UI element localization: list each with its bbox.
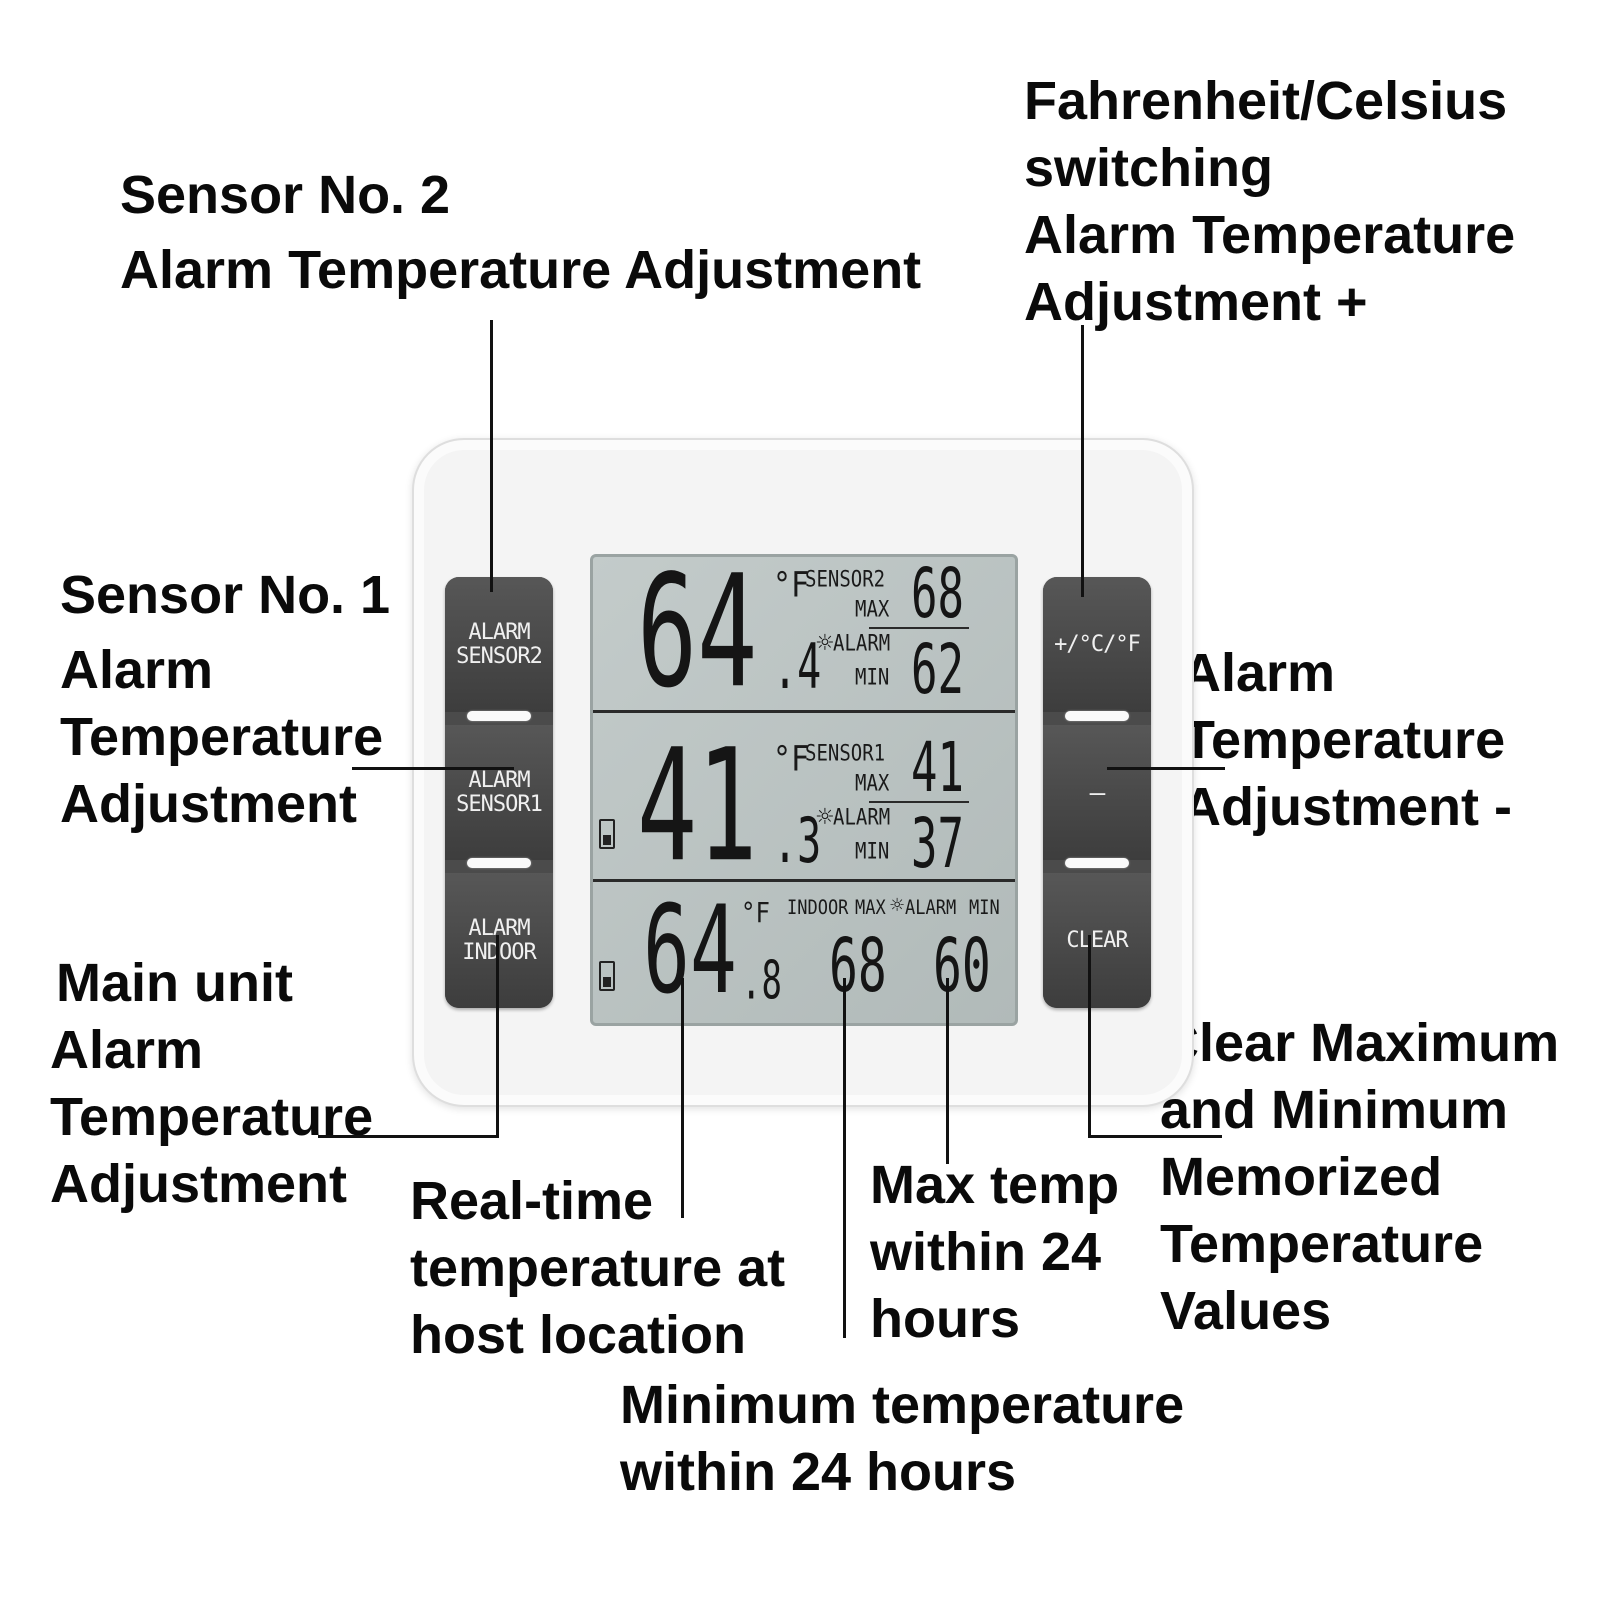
leader-line-main-unit-v bbox=[496, 935, 499, 1138]
sensor2-max-underline bbox=[869, 627, 969, 629]
unit-plus-button[interactable]: +/°C/°F bbox=[1043, 577, 1151, 712]
sensor2-temp: 64 bbox=[637, 554, 758, 723]
alarm-sun-icon: ☼ bbox=[815, 631, 835, 656]
sensor1-max: 41 bbox=[911, 728, 964, 808]
leader-line-clear-v bbox=[1088, 935, 1091, 1138]
callout-main-unit: Main unit Alarm Temperature Adjustment bbox=[50, 953, 374, 1214]
lcd-row-divider bbox=[593, 879, 1015, 882]
sensor1-min-label: MIN bbox=[855, 838, 890, 864]
indoor-max-label: MAX bbox=[855, 896, 886, 920]
callout-min24: Minimum temperature within 24 hours bbox=[620, 1375, 1185, 1502]
sensor1-min: 37 bbox=[911, 804, 964, 884]
sensor1-battery-icon bbox=[599, 819, 615, 849]
sensor2-max-label: MAX bbox=[855, 596, 890, 622]
leader-line-main-unit-h bbox=[318, 1135, 499, 1138]
right-button-column: +/°C/°F — CLEAR bbox=[1043, 577, 1151, 1008]
leader-line-min24 bbox=[843, 978, 846, 1338]
callout-sensor2: Sensor No. 2 Alarm Temperature Adjustmen… bbox=[120, 165, 922, 300]
sensor1-max-underline bbox=[869, 801, 969, 803]
sensor1-label: SENSOR1 bbox=[805, 740, 886, 766]
button-divider bbox=[1065, 711, 1129, 721]
alarm-sensor2-button[interactable]: ALARM SENSOR2 bbox=[445, 577, 553, 712]
alarm-sun-icon: ☼ bbox=[815, 805, 835, 830]
left-button-column: ALARM SENSOR2 ALARM SENSOR1 ALARM INDOOR bbox=[445, 577, 553, 1008]
leader-line-fc-switching bbox=[1081, 325, 1084, 597]
sensor2-alarm-label: ALARM bbox=[833, 630, 891, 656]
indoor-temp-decimal: .8 bbox=[741, 950, 782, 1013]
leader-line-max24 bbox=[946, 978, 949, 1164]
button-divider bbox=[467, 858, 531, 868]
button-divider bbox=[1065, 858, 1129, 868]
sensor1-temp: 41 bbox=[637, 715, 758, 897]
callout-realtime: Real-time temperature at host location bbox=[410, 1171, 786, 1365]
alarm-sun-icon: ☼ bbox=[889, 895, 906, 916]
sensor2-max: 68 bbox=[911, 554, 964, 634]
sensor2-label: SENSOR2 bbox=[805, 566, 886, 592]
callout-sensor1: Sensor No. 1 Alarm Temperature Adjustmen… bbox=[60, 565, 391, 834]
sensor1-temp-decimal: .3 bbox=[773, 806, 822, 878]
indoor-min: 60 bbox=[933, 922, 991, 1010]
callout-max24: Max temp within 24 hours bbox=[870, 1155, 1120, 1349]
lcd-row-divider bbox=[593, 710, 1015, 713]
minus-button[interactable]: — bbox=[1043, 725, 1151, 860]
indoor-temp: 64 bbox=[643, 881, 737, 1022]
leader-line-realtime bbox=[681, 978, 684, 1218]
callout-clear: Clear Maximum and Minimum Memorized Temp… bbox=[1160, 1013, 1560, 1341]
alarm-sensor1-button[interactable]: ALARM SENSOR1 bbox=[445, 725, 553, 860]
callout-fc-switching: Fahrenheit/Celsius switching Alarm Tempe… bbox=[1024, 71, 1516, 332]
indoor-max: 68 bbox=[829, 922, 887, 1010]
leader-line-clear-h bbox=[1088, 1135, 1222, 1138]
callout-minus: Alarm Temperature Adjustment - bbox=[1182, 643, 1512, 837]
sensor2-temp-decimal: .4 bbox=[773, 632, 822, 704]
sensor1-unit: °F bbox=[773, 739, 810, 780]
leader-line-sensor1 bbox=[352, 767, 514, 770]
indoor-battery-icon bbox=[599, 961, 615, 991]
sensor2-unit: °F bbox=[773, 565, 810, 606]
alarm-indoor-button[interactable]: ALARM INDOOR bbox=[445, 873, 553, 1008]
button-divider bbox=[467, 711, 531, 721]
indoor-label: INDOOR bbox=[787, 896, 849, 920]
sensor2-min-label: MIN bbox=[855, 664, 890, 690]
leader-line-minus bbox=[1107, 767, 1225, 770]
indoor-alarm-label: ALARM bbox=[905, 896, 957, 920]
indoor-min-label: MIN bbox=[969, 896, 1000, 920]
clear-button[interactable]: CLEAR bbox=[1043, 873, 1151, 1008]
leader-line-sensor2 bbox=[490, 320, 493, 592]
sensor1-alarm-label: ALARM bbox=[833, 804, 891, 830]
indoor-unit: °F bbox=[741, 896, 770, 929]
sensor2-min: 62 bbox=[911, 630, 964, 710]
lcd-screen: 64 °F .4 SENSOR2 MAX ☼ ALARM MIN 68 62 4… bbox=[590, 554, 1018, 1026]
sensor1-max-label: MAX bbox=[855, 770, 890, 796]
